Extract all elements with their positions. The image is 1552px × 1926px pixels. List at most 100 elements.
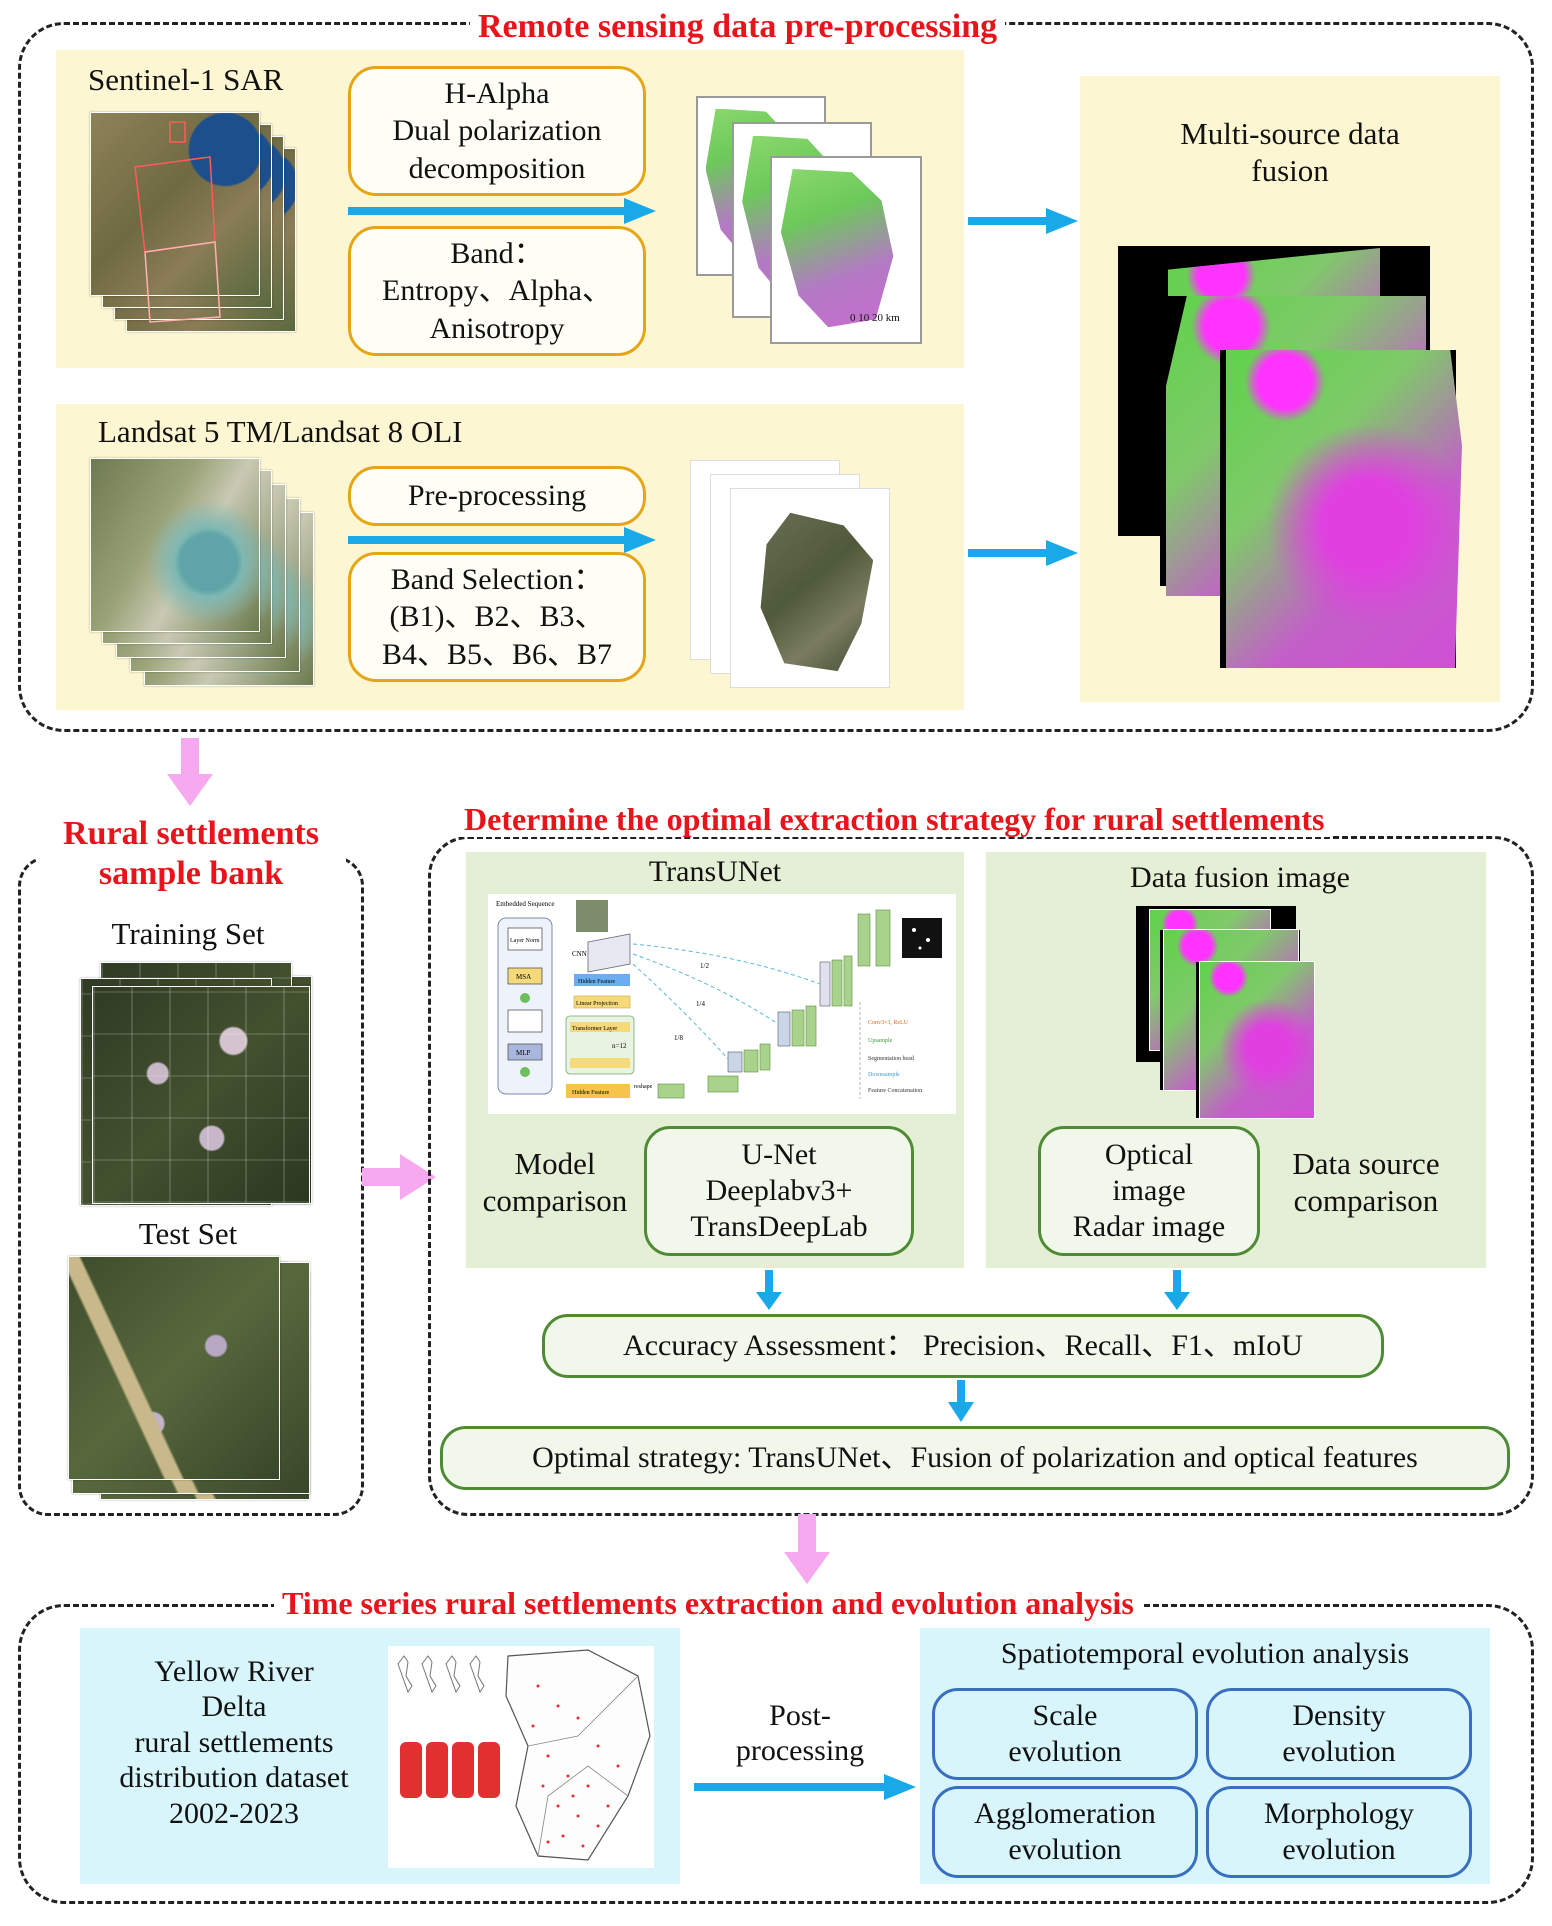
landsat-label: Landsat 5 TM/Landsat 8 OLI <box>98 414 463 449</box>
band-selection-line-2: (B1)、B2、B3、 <box>389 600 605 634</box>
strategy-title: Determine the optimal extraction strateg… <box>456 801 1333 838</box>
embedded-sequence-text: Embedded Sequence <box>496 900 555 908</box>
dataset-line-1: Yellow River <box>154 1655 314 1688</box>
training-image <box>92 986 310 1204</box>
model-unet: U-Net <box>741 1138 817 1171</box>
reshape-text: reshape <box>634 1084 653 1090</box>
fusion-label-line-1: Multi-source data <box>1180 116 1400 151</box>
legend-conv-text: Conv3×3, ReLU <box>868 1020 909 1026</box>
to-time-series-arrow <box>784 1514 830 1584</box>
data-source-comparison-label: Data source comparison <box>1266 1146 1466 1219</box>
sources-to-accuracy-arrow <box>1164 1270 1190 1310</box>
post-processing-line-2: processing <box>735 1734 865 1768</box>
legend-seg-head-text: Segmentation head <box>868 1056 914 1062</box>
small-fusion-image <box>1200 962 1314 1118</box>
band-selection-line-3: B4、B5、B6、B7 <box>381 637 613 671</box>
landsat-preprocessing-text: Pre-processing <box>407 479 587 513</box>
h-alpha-line-2: Dual polarization <box>392 114 602 148</box>
dataset-line-4: distribution dataset <box>119 1761 349 1795</box>
sample-bank-title: Rural settlements sample bank <box>36 814 346 895</box>
agglomeration-evolution-line-2: evolution <box>1008 1833 1122 1866</box>
landsat-to-fusion-arrow <box>968 540 1078 566</box>
accuracy-assessment-text: Accuracy Assessment： Precision、Recall、F1… <box>623 1329 1303 1362</box>
dataset-line-3: rural settlements <box>134 1725 334 1759</box>
cnn-text: CNN <box>572 950 587 958</box>
n12-text: n=12 <box>612 1042 627 1050</box>
h-alpha-line-3: decomposition <box>408 151 586 185</box>
mlp-text: MLP <box>516 1049 531 1057</box>
fusion-label: Multi-source data fusion <box>1120 116 1460 189</box>
test-set-label: Test Set <box>138 1216 238 1251</box>
transunet-architecture-diagram: Embedded Sequence Layer Norm MSA MLP CNN… <box>488 894 956 1114</box>
sample-bank-title-line-1: Rural settlements <box>63 815 319 852</box>
fusion-image <box>1226 350 1462 668</box>
legend-concat-text: Feature Concatenation <box>868 1088 922 1094</box>
agglomeration-evolution-line-1: Agglomeration <box>974 1797 1156 1830</box>
model-transdeeplab: TransDeepLab <box>690 1210 868 1243</box>
msa-text: MSA <box>516 973 531 981</box>
section-preprocessing-title: Remote sensing data pre-processing <box>470 8 1006 46</box>
source-optical-2: image <box>1112 1174 1186 1207</box>
sar-to-fusion-arrow <box>968 208 1078 234</box>
sar-band-line-3: Anisotropy <box>429 311 565 345</box>
data-sources-box: Optical image Radar image <box>1038 1126 1260 1256</box>
morphology-evolution-line-1: Morphology <box>1264 1797 1414 1830</box>
test-image <box>68 1256 280 1480</box>
data-source-comparison-line-1: Data source <box>1292 1146 1440 1181</box>
sar-footprint-outline <box>134 121 221 323</box>
transformer-layer-text: Transformer Layer <box>572 1025 617 1032</box>
post-processing-line-1: Post- <box>769 1699 831 1732</box>
data-source-comparison-line-2: comparison <box>1293 1182 1439 1218</box>
h-alpha-decomposition-box: H-Alpha Dual polarization decomposition <box>348 66 646 196</box>
scale-bar-label: 0 10 20 km <box>850 312 900 324</box>
model-comparison-line-1: Model <box>514 1146 596 1181</box>
landsat-scene-image <box>90 458 260 632</box>
model-comparison-label: Model comparison <box>470 1146 640 1219</box>
hidden-feature-text: Hidden Feature <box>578 979 615 985</box>
sar-scene-image <box>90 112 260 296</box>
skip-1-8-text: 1/8 <box>674 1034 683 1042</box>
morphology-evolution-box: Morphology evolution <box>1206 1786 1472 1878</box>
source-radar: Radar image <box>1072 1210 1226 1243</box>
fusion-label-line-2: fusion <box>1251 152 1329 188</box>
sar-band-box: Band： Entropy、Alpha、 Anisotropy <box>348 226 646 356</box>
optimal-strategy-box: Optimal strategy: TransUNet、Fusion of po… <box>440 1426 1510 1490</box>
time-series-title: Time series rural settlements extraction… <box>274 1585 1142 1622</box>
strategy-frame <box>428 836 1534 1516</box>
optimal-strategy-text: Optimal strategy: TransUNet、Fusion of po… <box>532 1441 1418 1474</box>
sar-process-arrow <box>348 198 656 224</box>
scale-evolution-line-2: evolution <box>1008 1735 1122 1768</box>
landsat-preprocessing-box: Pre-processing <box>348 466 646 526</box>
model-deeplabv3: Deeplabv3+ <box>705 1174 853 1207</box>
dataset-label: Yellow River Delta rural settlements dis… <box>84 1654 384 1831</box>
sar-feature-map <box>770 156 922 344</box>
density-evolution-line-1: Density <box>1292 1699 1386 1732</box>
legend-upsample-text: Upsample <box>868 1038 893 1044</box>
hidden-feature-text: Hidden Feature <box>572 1090 609 1096</box>
models-box: U-Net Deeplabv3+ TransDeepLab <box>644 1126 914 1256</box>
sar-band-line-1: Band： <box>450 236 544 270</box>
morphology-evolution-line-2: evolution <box>1282 1833 1396 1866</box>
to-sample-bank-arrow <box>167 738 213 806</box>
training-set-label: Training Set <box>111 916 265 951</box>
skip-1-4-text: 1/4 <box>696 1000 705 1008</box>
scale-evolution-line-1: Scale <box>1032 1699 1098 1732</box>
accuracy-assessment-box: Accuracy Assessment： Precision、Recall、F1… <box>542 1314 1384 1378</box>
density-evolution-line-2: evolution <box>1282 1735 1396 1768</box>
sar-band-line-2: Entropy、Alpha、 <box>382 274 612 308</box>
skip-1-2-text: 1/2 <box>700 962 709 970</box>
density-evolution-box: Density evolution <box>1206 1688 1472 1780</box>
optical-map <box>730 488 890 688</box>
model-comparison-line-2: comparison <box>482 1182 628 1218</box>
data-fusion-label: Data fusion image <box>1130 861 1350 894</box>
sample-bank-title-line-2: sample bank <box>98 855 284 893</box>
band-selection-box: Band Selection： (B1)、B2、B3、 B4、B5、B6、B7 <box>348 552 646 682</box>
landsat-process-arrow <box>348 527 656 553</box>
post-processing-arrow <box>694 1774 916 1800</box>
settlement-distribution-maps <box>388 1646 654 1868</box>
band-selection-line-1: Band Selection： <box>390 562 604 596</box>
dataset-line-2: Delta <box>201 1690 267 1724</box>
accuracy-to-optimal-arrow <box>948 1380 974 1422</box>
transunet-label: TransUNet <box>648 855 782 888</box>
legend-downsample-text: Downsample <box>868 1072 900 1078</box>
